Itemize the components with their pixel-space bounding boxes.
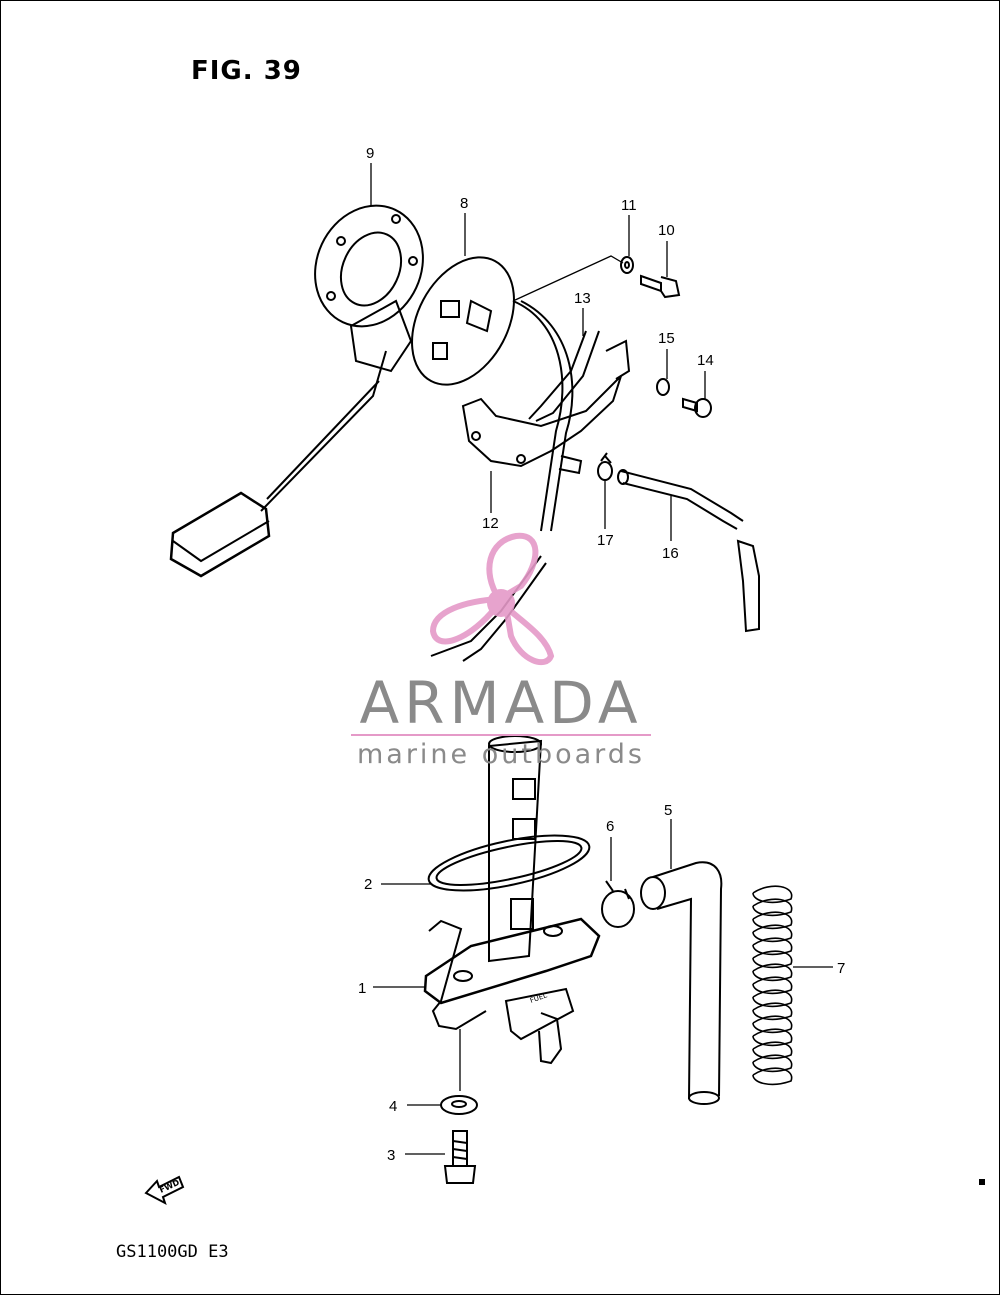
part-clip-6 bbox=[601, 880, 635, 928]
callout-14: 14 bbox=[697, 352, 714, 369]
watermark-tagline: marine outboards bbox=[356, 739, 645, 770]
callout-13: 13 bbox=[574, 290, 591, 307]
callout-8: 8 bbox=[460, 195, 468, 212]
callout-6: 6 bbox=[606, 818, 614, 835]
part-fuel-gauge-sender-8 bbox=[169, 256, 515, 578]
part-washer-4 bbox=[440, 1095, 478, 1115]
armada-logo-icon bbox=[429, 532, 555, 666]
part-bolt-10 bbox=[640, 274, 681, 299]
watermark-divider bbox=[351, 734, 651, 736]
callout-9: 9 bbox=[366, 145, 374, 162]
callout-15: 15 bbox=[658, 330, 675, 347]
part-hose-16 bbox=[617, 469, 760, 633]
fuel-cock-label: FUEL bbox=[529, 991, 548, 1005]
part-bolt-3 bbox=[443, 1130, 477, 1184]
callout-1: 1 bbox=[358, 980, 366, 997]
model-code: GS1100GD E3 bbox=[116, 1242, 229, 1262]
part-gasket-9 bbox=[314, 204, 424, 328]
callout-3: 3 bbox=[387, 1147, 395, 1164]
part-o-ring-2 bbox=[427, 834, 591, 892]
part-washer-11 bbox=[620, 256, 634, 274]
part-spring-7 bbox=[752, 885, 793, 1086]
part-fuel-cock-1 bbox=[423, 735, 601, 1065]
part-hose-5 bbox=[640, 861, 723, 1105]
callout-4: 4 bbox=[389, 1098, 397, 1115]
callout-17: 17 bbox=[597, 532, 614, 549]
callout-12: 12 bbox=[482, 515, 499, 532]
leader-lines bbox=[370, 163, 833, 1155]
callout-11: 11 bbox=[621, 197, 637, 214]
callout-7: 7 bbox=[837, 960, 845, 977]
part-screw-14 bbox=[682, 397, 712, 418]
part-case-12 bbox=[461, 375, 622, 475]
callout-16: 16 bbox=[662, 545, 679, 562]
fwd-arrow-icon: FWD bbox=[144, 1175, 185, 1206]
part-cover-13 bbox=[528, 330, 631, 422]
callout-5: 5 bbox=[664, 802, 672, 819]
callout-10: 10 bbox=[658, 222, 675, 239]
page-mark bbox=[979, 1179, 985, 1185]
part-clip-17 bbox=[597, 452, 613, 481]
callout-2: 2 bbox=[364, 876, 372, 893]
callout-numbers: 9 8 11 10 13 15 14 12 17 16 5 6 2 7 1 4 … bbox=[358, 145, 845, 1164]
watermark-brand: ARMADA bbox=[359, 669, 643, 737]
figure-title: FIG. 39 bbox=[191, 56, 302, 86]
part-washer-15 bbox=[656, 378, 670, 396]
